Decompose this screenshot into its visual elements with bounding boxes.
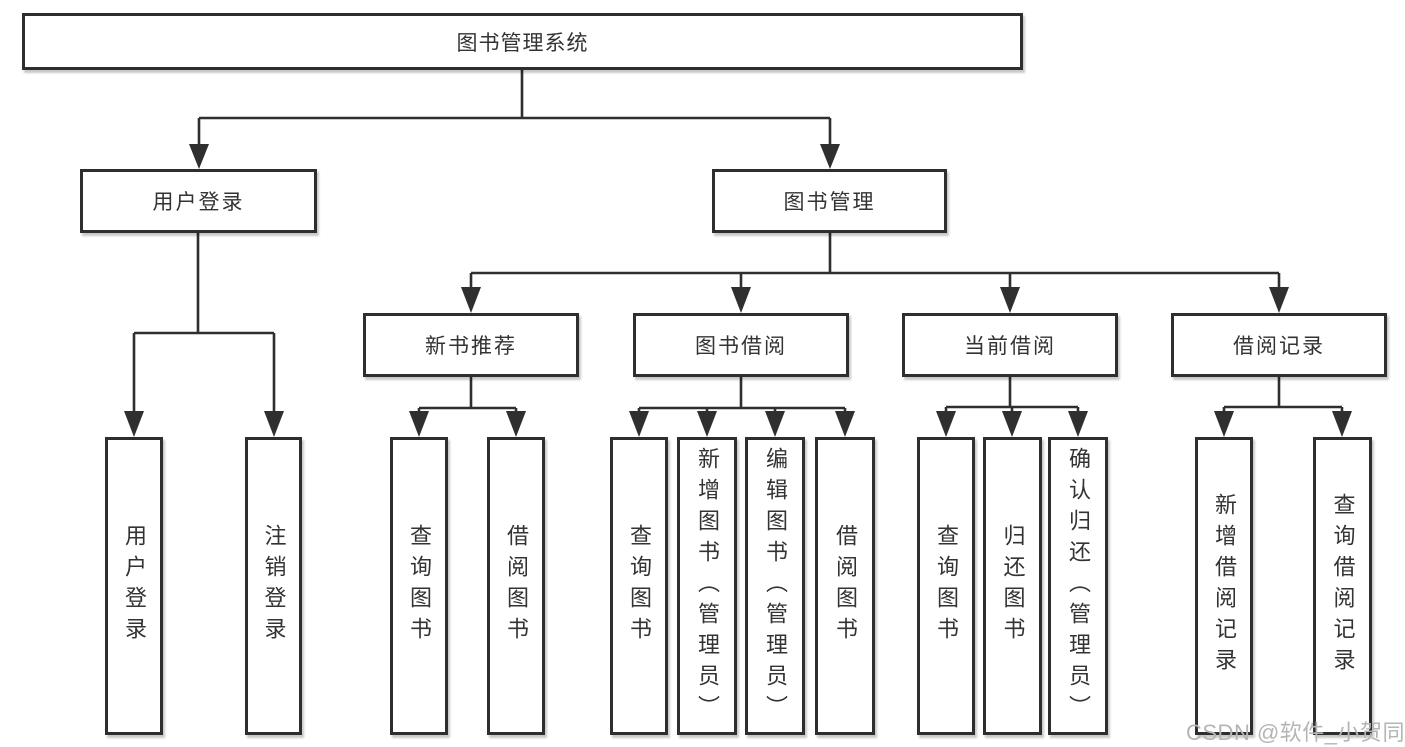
node-borrow-borrow-books: 借阅图书 [815,437,875,735]
node-newbook-borrow-books: 借阅图书 [487,437,545,735]
node-current-borrowing: 当前借阅 [902,313,1118,377]
node-new-book-recommend: 新书推荐 [363,313,579,377]
csdn-watermark: CSDN @软件_小贺同学 [1186,720,1405,745]
node-borrow-add-books-admin-label: 新增图书（管理员） [695,446,720,726]
node-current-return-books: 归还图书 [983,437,1042,735]
node-book-management-label: 图书管理 [783,191,876,214]
node-borrow-add-books-admin: 新增图书（管理员） [677,437,737,735]
node-user-login-leaf: 用户登录 [105,437,163,735]
node-record-add-label: 新增借阅记录 [1212,493,1237,679]
node-borrow-borrow-books-label: 借阅图书 [833,524,858,648]
node-record-query-label: 查询借阅记录 [1330,493,1356,679]
node-newbook-query-books-label: 查询图书 [407,524,432,648]
node-current-return-books-label: 归还图书 [1000,524,1026,648]
node-newbook-query-books: 查询图书 [390,437,448,735]
node-root: 图书管理系统 [22,13,1023,70]
node-borrowing-records: 借阅记录 [1171,313,1387,377]
node-user-login: 用户登录 [80,169,317,233]
node-current-query-books: 查询图书 [917,437,975,735]
node-borrow-edit-books-admin-label: 编辑图书（管理员） [763,446,788,726]
node-borrow-query-books: 查询图书 [610,437,668,735]
node-borrow-query-books-label: 查询图书 [627,524,652,648]
node-current-query-books-label: 查询图书 [934,524,959,648]
node-current-borrowing-label: 当前借阅 [964,335,1056,358]
node-book-management: 图书管理 [712,169,947,233]
node-logout-label: 注销登录 [261,524,287,648]
node-record-add: 新增借阅记录 [1195,437,1253,735]
node-root-label: 图书管理系统 [456,31,589,55]
node-logout: 注销登录 [245,437,302,735]
node-record-query: 查询借阅记录 [1313,437,1372,735]
node-book-borrowing-label: 图书借阅 [695,335,787,358]
node-newbook-borrow-books-label: 借阅图书 [504,524,529,648]
node-current-confirm-return-admin-label: 确认归还（管理员） [1066,446,1091,726]
node-user-login-label: 用户登录 [152,191,245,214]
node-book-borrowing: 图书借阅 [633,313,849,377]
node-borrow-edit-books-admin: 编辑图书（管理员） [745,437,805,735]
node-borrowing-records-label: 借阅记录 [1233,335,1325,358]
node-user-login-leaf-label: 用户登录 [122,524,147,648]
node-new-book-recommend-label: 新书推荐 [425,335,517,358]
node-current-confirm-return-admin: 确认归还（管理员） [1048,437,1108,735]
